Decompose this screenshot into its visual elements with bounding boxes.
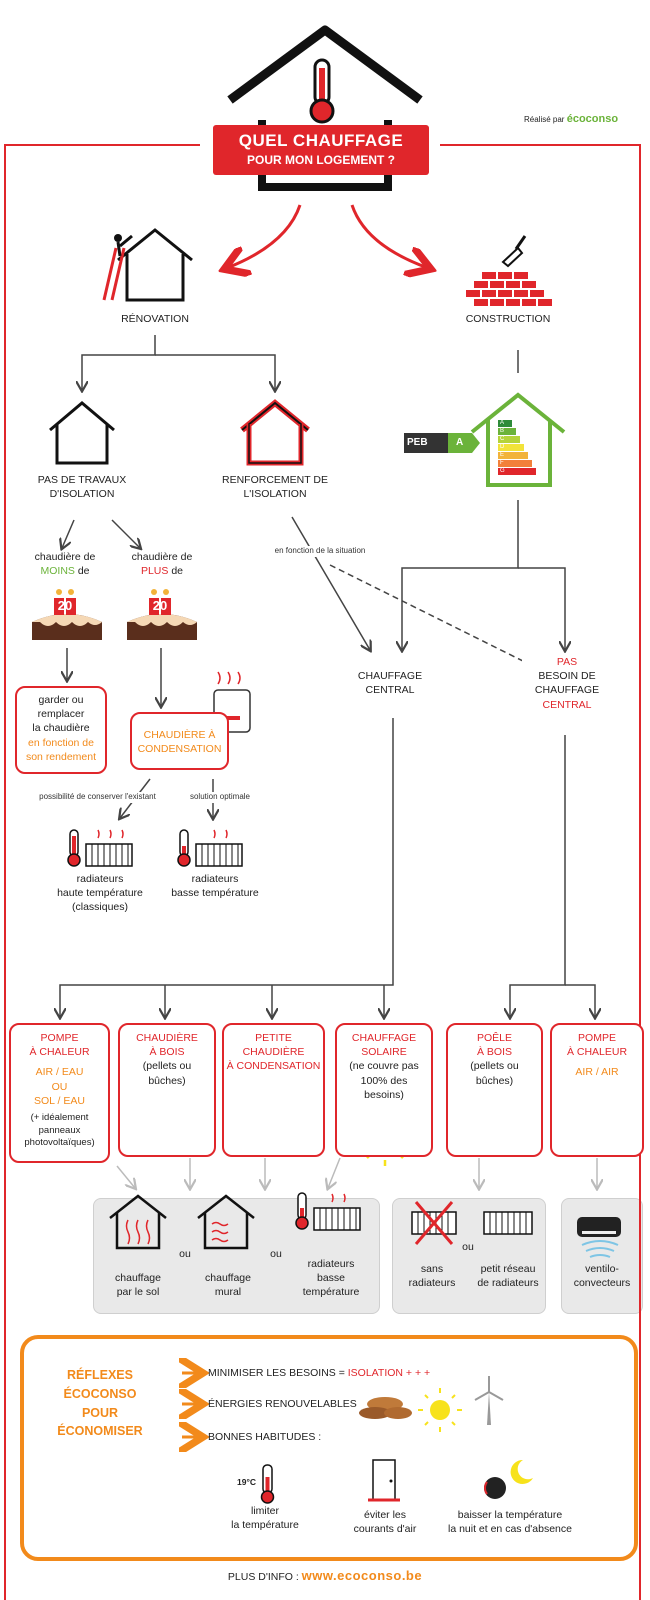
temp-value: 19°C: [237, 1477, 256, 1487]
option-wood-boiler: CHAUDIÈRE À BOIS (pellets ou bûches): [118, 1023, 216, 1157]
reflex-item-2: ÉNERGIES RENOUVELABLES: [208, 1398, 357, 1410]
sun-icon-reflex: [418, 1388, 462, 1432]
habit-2-label: éviter les courants d'air: [353, 1509, 417, 1536]
option-small-boiler: PETITE CHAUDIÈRE À CONDENSATION: [222, 1023, 325, 1157]
construction-label: CONSTRUCTION: [465, 313, 551, 325]
emitter-or-2: ou: [270, 1248, 282, 1260]
emitter-norad-label: sans radiateurs: [408, 1263, 456, 1290]
footer-prefix: PLUS D'INFO :: [227, 1571, 299, 1583]
wind-turbine-icon: [474, 1376, 504, 1425]
boiler-less-suffix: de: [77, 565, 90, 578]
keep-line1: garder ou: [38, 694, 84, 706]
renovation-label: RÉNOVATION: [121, 313, 189, 325]
boiler-more-label: chaudière de PLUS de: [117, 550, 207, 578]
option-air-air: POMPE À CHALEUR AIR / AIR: [550, 1023, 644, 1157]
footer: PLUS D'INFO : www.ecoconso.be: [0, 1568, 650, 1583]
option-heat-pump: POMPE À CHALEUR AIR / EAU OU SOL / EAU (…: [9, 1023, 110, 1163]
keep-existing-label: possibilité de conserver l'existant: [25, 792, 170, 803]
peb-class-f: F: [500, 460, 504, 466]
radiator-low-temp-icon: [177, 829, 243, 867]
insulation-house-icon: [240, 399, 310, 466]
keep-line2: remplacer: [37, 708, 85, 721]
cake-less-20-icon: [32, 589, 102, 640]
reflexes-title: RÉFLEXES ÉCOCONSO POUR ÉCONOMISER: [57, 1368, 143, 1439]
option-solar: CHAUFFAGE SOLAIRE (ne couvre pas 100% de…: [335, 1023, 433, 1157]
low-temp-label: radiateurs basse température: [171, 873, 259, 900]
floor-heating-house-icon: [109, 1194, 167, 1250]
arrow-to-renovation: [227, 204, 302, 268]
option-stove: POÊLE À BOIS (pellets ou bûches): [446, 1023, 543, 1157]
no-insulation-house-icon: [49, 401, 115, 465]
peb-class-a: A: [500, 420, 505, 426]
peb-label: PEB: [407, 437, 428, 448]
emitter-lowrad-label: radiateurs basse température: [302, 1258, 360, 1299]
peb-class-c: C: [500, 436, 505, 442]
habit-1-label: limiter la température: [231, 1505, 299, 1532]
peb-classes: A B C D E F G: [500, 419, 505, 475]
wall-heating-house-icon: [197, 1194, 255, 1250]
optimal-label: solution optimale: [180, 792, 260, 803]
peb-class-b: B: [500, 428, 505, 434]
cake-less-years: 20: [57, 598, 73, 613]
no-insulation-line1: PAS DE TRAVAUX: [37, 474, 127, 486]
depending-label: en fonction de la situation: [255, 546, 385, 557]
title-line1: QUEL CHAUFFAGE: [238, 131, 404, 150]
title-line2: POUR MON LOGEMENT ?: [247, 153, 395, 167]
radiator-high-temp-icon: [67, 829, 133, 867]
credit-brand: écoconso: [566, 113, 619, 125]
peb-grade: A: [456, 437, 464, 448]
high-temp-label: radiateurs haute température (classiques…: [57, 873, 143, 914]
insulation-line2: L'ISOLATION: [243, 488, 307, 501]
construction-bricks-icon: [466, 235, 552, 306]
footer-url-link[interactable]: www.ecoconso.be: [301, 1568, 423, 1583]
arrow-to-construction: [350, 204, 428, 268]
condensing-line1: CHAUDIÈRE À: [143, 729, 216, 741]
small-radiator-network-icon: [483, 1211, 533, 1235]
peb-house-icon: [404, 392, 566, 487]
thermostat-moon-icon: [484, 1459, 533, 1499]
boiler-more-word: PLUS: [140, 565, 169, 578]
fan-coil-icon: [577, 1217, 621, 1258]
no-insulation-label: PAS DE TRAVAUX D'ISOLATION: [22, 473, 142, 501]
habit-3-label: baisser la température la nuit et en cas…: [447, 1509, 572, 1536]
door-icon: [368, 1459, 400, 1502]
credit-prefix: Réalisé par: [524, 115, 565, 124]
thermometer-19-icon: [260, 1464, 275, 1504]
peb-class-d: D: [500, 444, 505, 450]
boiler-more-prefix: chaudière de: [131, 551, 193, 563]
logs-icon: [359, 1397, 412, 1419]
emitter-fan-label: ventilo- convecteurs: [573, 1263, 631, 1290]
keep-line4: en fonction de: [28, 736, 94, 749]
no-central-label: PAS BESOIN DE CHAUFFAGE CENTRAL: [522, 655, 612, 712]
title-banner: QUEL CHAUFFAGE POUR MON LOGEMENT ?: [213, 125, 429, 175]
credit: Réalisé par écoconso: [524, 113, 618, 125]
emitter-floor-label: chauffage par le sol: [115, 1272, 161, 1299]
low-temp-radiator-icon-2: [295, 1192, 361, 1231]
insulation-label: RENFORCEMENT DE L'ISOLATION: [212, 473, 338, 501]
emitter-or-1: ou: [179, 1248, 191, 1260]
central-heating-label: CHAUFFAGE CENTRAL: [345, 669, 435, 698]
renovation-house-icon: [102, 228, 193, 302]
reflex-item-3: BONNES HABITUDES :: [208, 1431, 322, 1443]
cake-more-20-icon: [127, 589, 197, 640]
emitter-smallnet-label: petit réseau de radiateurs: [477, 1263, 539, 1290]
peb-class-e: E: [500, 452, 505, 458]
peb-class-g: G: [500, 468, 505, 474]
boiler-more-suffix: de: [171, 565, 184, 578]
boiler-less-word: MOINS: [40, 565, 75, 578]
no-radiator-icon: [411, 1201, 457, 1245]
reflex-item-1: MINIMISER LES BESOINS = ISOLATION + + +: [208, 1367, 431, 1379]
emitter-wall-label: chauffage mural: [205, 1272, 251, 1299]
keep-line3: la chaudière: [32, 722, 90, 735]
condensing-line2: CONDENSATION: [137, 743, 222, 756]
boiler-less-prefix: chaudière de: [34, 551, 96, 563]
no-insulation-line2: D'ISOLATION: [49, 488, 115, 501]
cake-more-years: 20: [152, 598, 168, 613]
insulation-line1: RENFORCEMENT DE: [222, 474, 328, 486]
emitter-or-3: ou: [462, 1241, 474, 1253]
boiler-less-label: chaudière de MOINS de: [20, 550, 110, 578]
keep-line5: son rendement: [25, 750, 97, 763]
condensing-box: CHAUDIÈRE À CONDENSATION: [130, 712, 229, 770]
keep-boiler-box: garder ou remplacer la chaudière en fonc…: [15, 686, 107, 774]
